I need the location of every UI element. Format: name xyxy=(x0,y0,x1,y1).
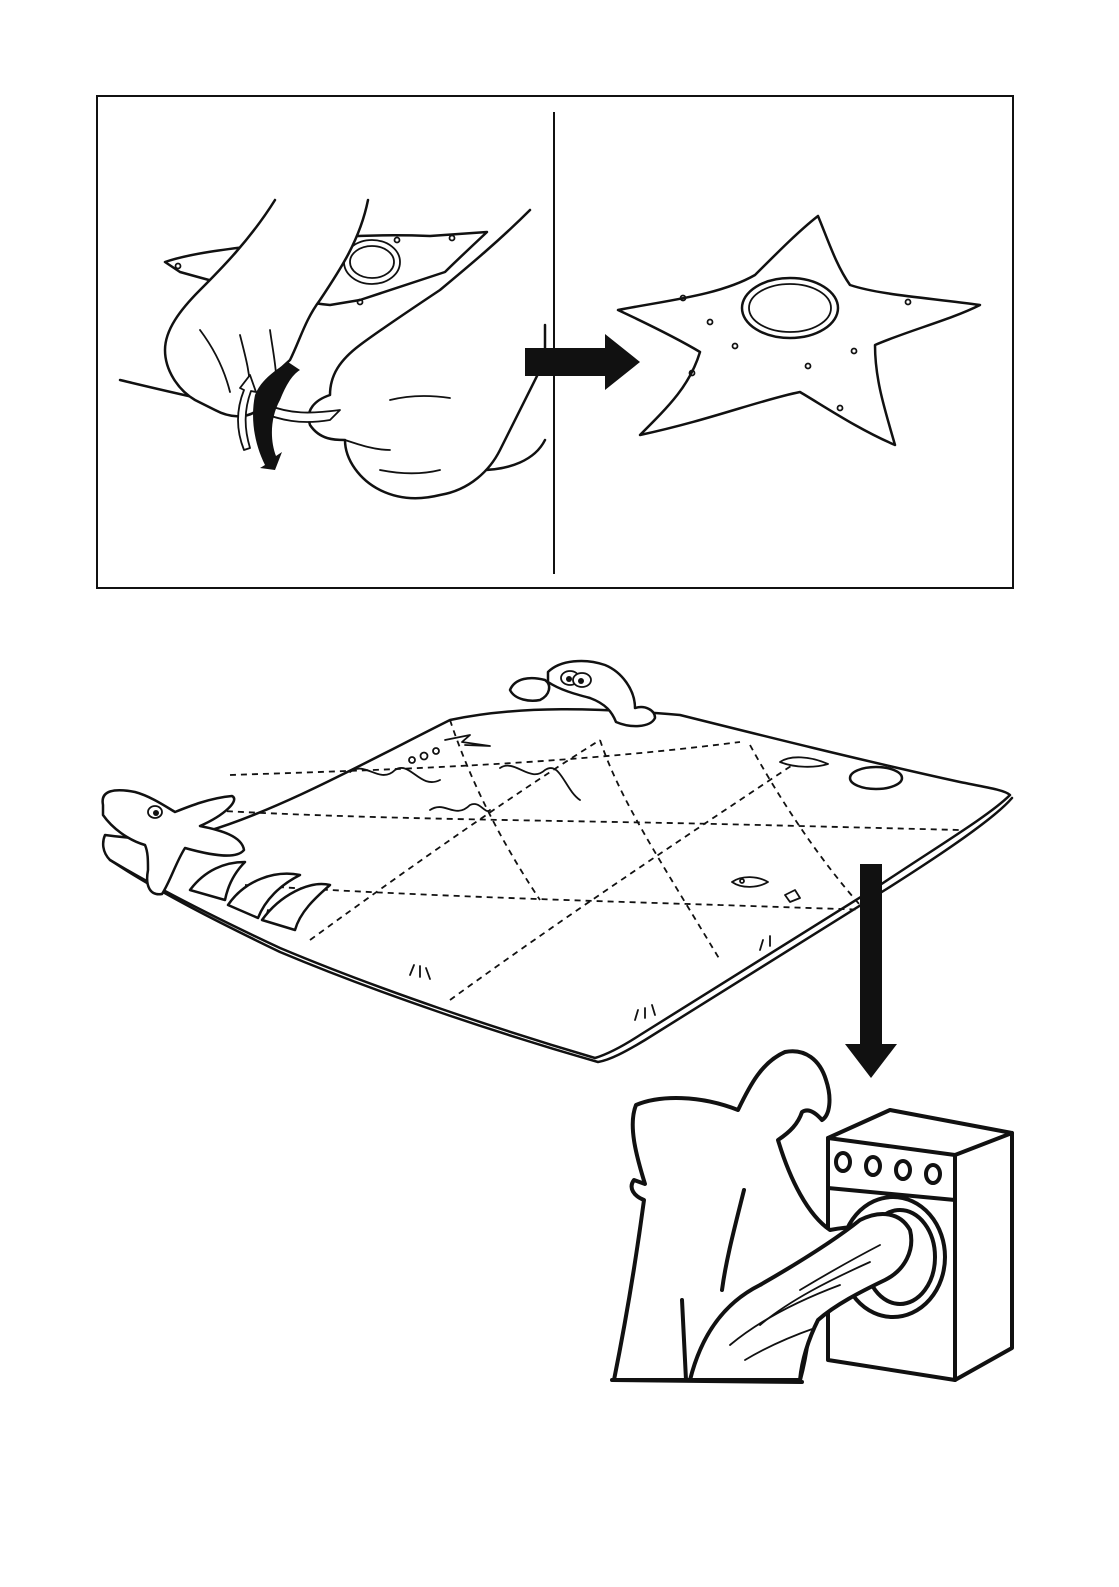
person-washing-mat-illustration xyxy=(612,1051,1012,1382)
